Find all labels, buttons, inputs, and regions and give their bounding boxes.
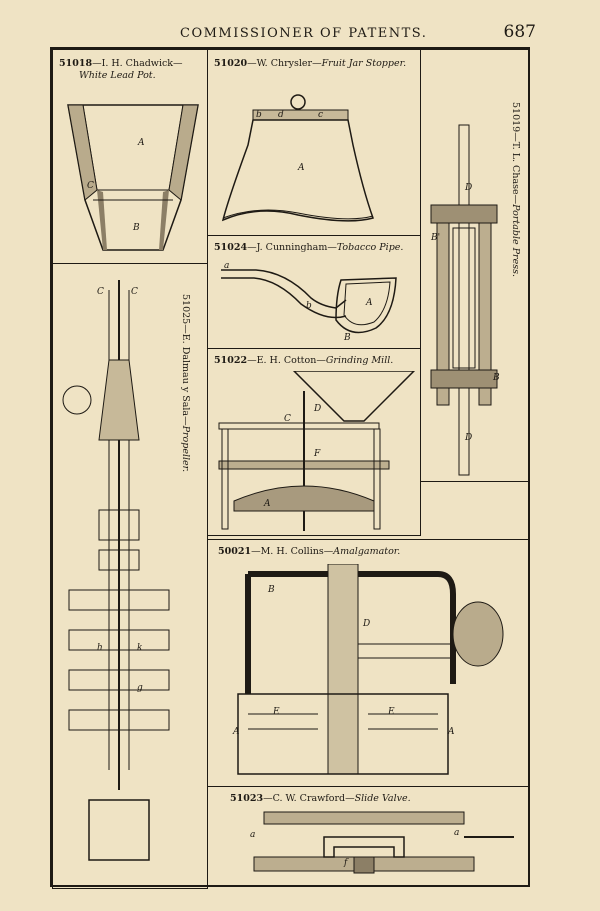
figure-tobacco-pipe: 51024—J. Cunningham—Tobacco Pipe. a b A … (207, 235, 421, 349)
svg-text:g: g (137, 683, 143, 693)
svg-text:B: B (267, 585, 275, 595)
header-title: COMMISSIONER OF PATENTS. (180, 26, 428, 41)
svg-text:A: A (263, 499, 271, 509)
label-a: A (137, 138, 145, 148)
drawing-propeller: C C h k g (62, 280, 170, 861)
drawing-slide-valve: a a f (250, 811, 514, 874)
label-b: b (256, 110, 262, 120)
svg-text:D: D (362, 619, 370, 629)
drawing-grinding-mill: D C F A (218, 371, 416, 531)
svg-text:D: D (464, 183, 472, 193)
figure-amalgamator: 50021—M. H. Collins—Amalgamator. B D A A… (207, 539, 530, 787)
patent-plate: 51018—I. H. Chadwick— White Lead Pot. A … (50, 47, 530, 889)
page-header: COMMISSIONER OF PATENTS. 687 (40, 22, 540, 46)
svg-text:C: C (131, 287, 138, 297)
label-c: c (318, 110, 323, 120)
drawing-amalgamator: B D A A E E (232, 564, 504, 775)
svg-text:C: C (284, 414, 291, 424)
label-c: C (87, 181, 94, 191)
svg-text:D: D (464, 433, 472, 443)
svg-text:a: a (454, 828, 459, 838)
caption-portable-press: 51019—T. L. Chase—Portable Press. (510, 102, 521, 277)
label-a: a (224, 261, 229, 271)
label-big-b: B (343, 333, 351, 343)
figure-grinding-mill: 51022—E. H. Cotton—Grinding Mill. D C F … (207, 348, 421, 536)
caption-white-lead-pot: 51018—I. H. Chadwick— White Lead Pot. (59, 58, 183, 81)
label-b: B (132, 223, 140, 233)
caption-slide-valve: 51023—C. W. Crawford—Slide Valve. (230, 793, 411, 804)
svg-text:A: A (232, 727, 240, 737)
figure-slide-valve: 51023—C. W. Crawford—Slide Valve. a a f (207, 786, 530, 886)
caption-fruit-jar-stopper: 51020—W. Chrysler—Fruit Jar Stopper. (214, 58, 407, 69)
svg-text:F: F (313, 449, 321, 459)
svg-text:k: k (137, 643, 142, 653)
figure-white-lead-pot: 51018—I. H. Chadwick— White Lead Pot. A … (52, 49, 208, 264)
svg-text:h: h (97, 643, 103, 653)
svg-text:E: E (387, 707, 395, 717)
label-big-a: A (365, 298, 373, 308)
figure-fruit-jar-stopper: 51020—W. Chrysler—Fruit Jar Stopper. b d… (207, 49, 421, 236)
svg-text:A: A (447, 727, 455, 737)
svg-text:a: a (250, 830, 255, 840)
label-d: d (278, 110, 284, 120)
label-b: b (306, 301, 312, 311)
svg-text:f: f (343, 858, 349, 868)
svg-text:C: C (97, 287, 104, 297)
svg-text:D: D (313, 404, 321, 414)
svg-text:B: B (492, 373, 500, 383)
svg-text:E: E (272, 707, 280, 717)
drawing-tobacco-pipe: a b A B (221, 261, 397, 343)
drawing-fruit-jar-stopper: b d c A (221, 94, 374, 222)
caption-grinding-mill: 51022—E. H. Cotton—Grinding Mill. (214, 355, 394, 366)
figure-propeller: 51025—E. Dalmau y Sala—Propeller. C C h … (52, 263, 208, 889)
drawing-white-lead-pot: A B C (67, 104, 199, 251)
svg-text:B': B' (430, 233, 440, 243)
figure-portable-press: 51019—T. L. Chase—Portable Press. D B' B… (420, 49, 530, 482)
page-number: 687 (503, 22, 536, 42)
caption-tobacco-pipe: 51024—J. Cunningham—Tobacco Pipe. (214, 242, 404, 253)
label-a: A (297, 163, 305, 173)
drawing-portable-press: D B' B D (430, 124, 500, 476)
caption-amalgamator: 50021—M. H. Collins—Amalgamator. (218, 546, 401, 557)
